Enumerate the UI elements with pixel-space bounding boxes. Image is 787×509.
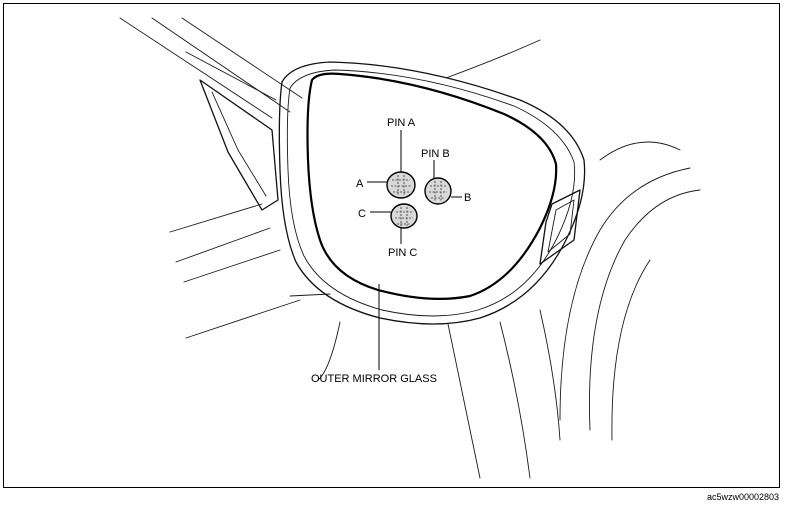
pin-b-hatch [429,181,447,202]
a-pillar-line-1 [119,17,273,119]
door-short-line [289,293,331,297]
pin-b [424,177,452,205]
label-pin-b: PIN B [421,148,450,160]
pin-c-body [390,203,418,229]
label-letter-c: C [358,208,366,220]
fender-curve-1 [599,141,681,161]
label-outer-mirror-glass: OUTER MIRROR GLASS [311,373,437,385]
housing-contour [286,69,576,317]
window-edge [199,79,279,211]
mirror-housing [278,61,586,325]
pin-a-hatch [391,175,411,196]
a-pillar-line-3 [181,17,303,99]
label-pin-a: PIN A [387,117,416,129]
pin-b-body [424,177,452,205]
leader-lines [367,130,462,370]
stalk-line-2 [499,321,531,479]
stalk-line-4 [317,321,341,381]
door-belt-line-2 [175,227,271,263]
diagram-frame [3,3,780,488]
figure-code: ac5wzw00002803 [707,492,779,502]
fender-curve-3 [589,189,701,431]
door-belt-line-3 [183,249,281,283]
a-pillar-line-4 [185,51,277,101]
pin-c [390,203,418,229]
fender-curve-2 [559,167,691,421]
door-lower-line [185,299,301,339]
hood-line [445,39,541,79]
pin-c-hatch [395,207,413,226]
stalk-line-3 [539,309,561,441]
label-letter-b: B [464,192,471,204]
vehicle-body-lines [119,17,701,479]
door-belt-line-1 [169,203,263,233]
stalk-line-1 [447,323,481,479]
turn-signal-inner [547,199,575,253]
window-inner-edge [211,91,267,197]
a-pillar-line-2 [151,17,291,113]
housing-outer-shell [278,61,586,325]
pin-a-body [386,171,416,199]
outer-mirror-glass [306,72,558,300]
turn-signal-lens [539,189,581,265]
pin-a [386,171,416,199]
label-pin-c: PIN C [388,247,417,259]
fender-curve-4 [611,259,651,441]
label-letter-a: A [356,178,364,190]
